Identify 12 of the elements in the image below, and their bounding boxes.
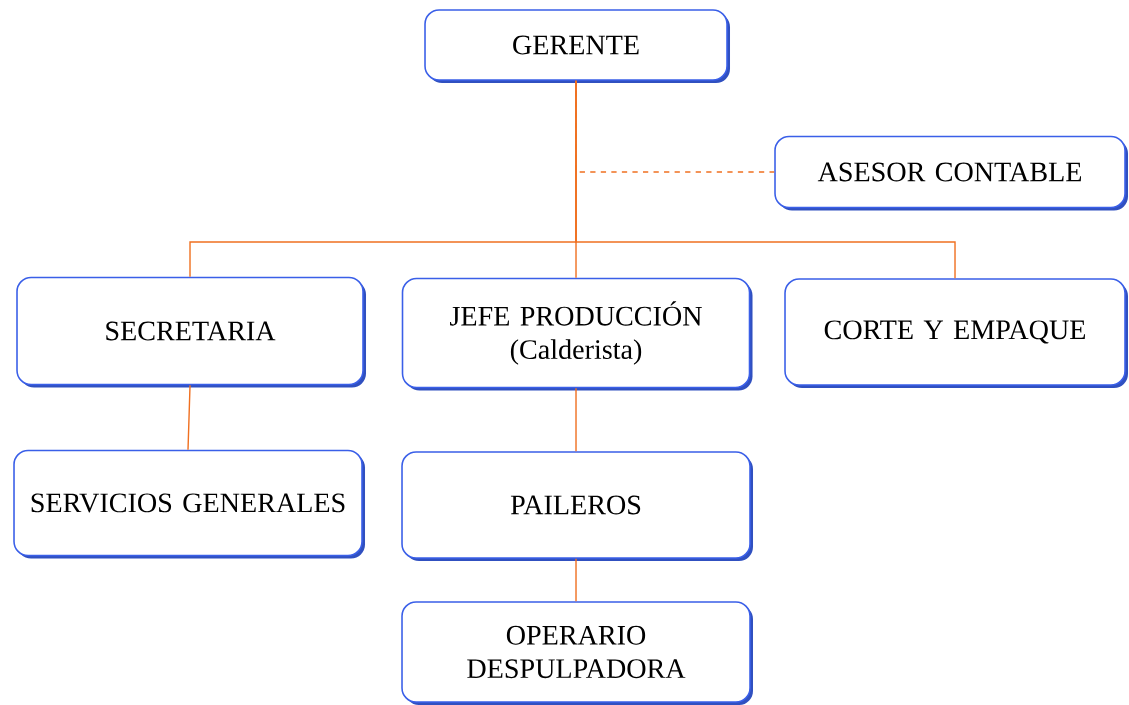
org-box: PAILEROS: [401, 451, 753, 561]
org-box: ASESOR CONTABLE: [774, 135, 1128, 211]
org-box: OPERARIO DESPULPADORA: [401, 601, 753, 705]
org-box: CORTE Y EMPAQUE: [784, 278, 1128, 388]
org-box: GERENTE: [424, 9, 730, 83]
connector-line: [575, 387, 577, 452]
org-box: SERVICIOS GENERALES: [13, 449, 365, 559]
org-box: JEFE PRODUCCIÓN (Calderista): [401, 277, 753, 391]
connector-line: [575, 558, 577, 602]
connector-line: [187, 384, 191, 451]
org-box: SECRETARIA: [16, 276, 366, 388]
connector-line: [575, 80, 956, 279]
